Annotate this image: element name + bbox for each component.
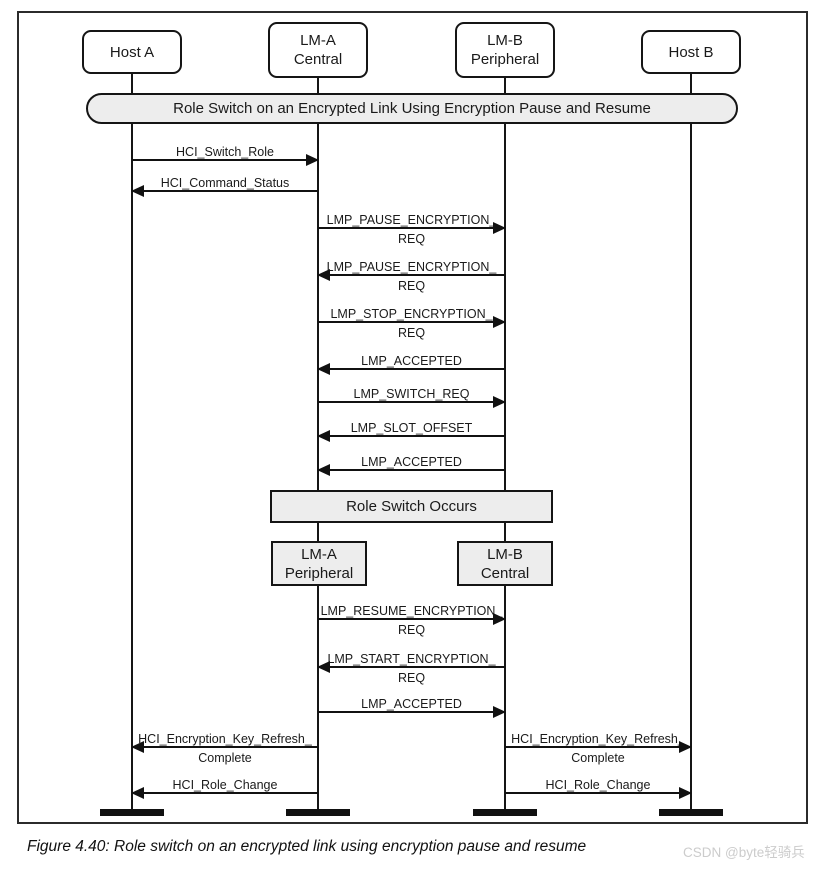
message-line <box>318 469 505 471</box>
message-label: LMP_STOP_ENCRYPTION_ <box>330 307 493 321</box>
message-line <box>318 435 505 437</box>
message-label: LMP_SLOT_OFFSET <box>350 421 473 435</box>
actor-box-lm-b-peripheral: LM-B Peripheral <box>455 22 555 78</box>
message-label-line2: Complete <box>198 751 252 765</box>
actor-label: LM-A <box>301 545 337 563</box>
message-label-line2: REQ <box>397 232 426 246</box>
termination-bar-lm-b <box>473 809 537 816</box>
csdn-watermark: CSDN @byte轻骑兵 <box>683 845 805 860</box>
role-switch-occurs-label: Role Switch Occurs <box>346 498 477 515</box>
actor-box-host-b: Host B <box>641 30 741 74</box>
actor-label: LM-B <box>487 32 523 49</box>
actor-box-lm-a-peripheral: LM-A Peripheral <box>271 541 367 586</box>
actor-label: LM-A <box>300 32 336 49</box>
title-banner: Role Switch on an Encrypted Link Using E… <box>86 93 738 124</box>
arrowhead-right-icon <box>493 396 506 408</box>
message-label: HCI_Encryption_Key_Refresh_ <box>138 732 312 746</box>
actor-label-line2: Peripheral <box>284 564 354 582</box>
diagram-border <box>17 11 808 824</box>
message-label: LMP_RESUME_ENCRYPTION_ <box>320 604 503 618</box>
actor-label-line2: Central <box>480 564 530 582</box>
message-label: HCI_Role_Change <box>545 778 651 792</box>
message-line <box>318 401 505 403</box>
message-line <box>132 792 318 794</box>
actor-label: Host A <box>109 43 155 61</box>
arrowhead-right-icon <box>493 316 506 328</box>
actor-label-line2: Peripheral <box>470 51 540 68</box>
figure-caption: Figure 4.40: Role switch on an encrypted… <box>27 838 587 855</box>
message-line <box>505 792 691 794</box>
message-label: LMP_PAUSE_ENCRYPTION_ <box>326 213 497 227</box>
arrowhead-right-icon <box>493 706 506 718</box>
arrowhead-right-icon <box>493 613 506 625</box>
arrowhead-right-icon <box>679 787 692 799</box>
arrowhead-left-icon <box>317 269 330 281</box>
actor-label-line2: Central <box>293 51 343 68</box>
lifeline-host-b <box>690 74 692 813</box>
message-label-line2: REQ <box>397 279 426 293</box>
actor-box-lm-a-central: LM-A Central <box>268 22 368 78</box>
message-line <box>132 190 318 192</box>
message-line <box>318 666 505 668</box>
arrowhead-left-icon <box>131 741 144 753</box>
message-label: HCI_Encryption_Key_Refresh_ <box>511 732 685 746</box>
termination-bar-lm-a <box>286 809 350 816</box>
arrowhead-left-icon <box>131 787 144 799</box>
arrowhead-left-icon <box>317 430 330 442</box>
message-label: LMP_ACCEPTED <box>361 697 462 711</box>
message-label: HCI_Switch_Role <box>176 145 274 159</box>
termination-bar-host-a <box>100 809 164 816</box>
message-line <box>318 368 505 370</box>
message-label-line2: REQ <box>397 326 426 340</box>
actor-label: LM-B <box>487 545 523 563</box>
title-banner-label: Role Switch on an Encrypted Link Using E… <box>173 100 651 117</box>
message-label: LMP_START_ENCRYPTION_ <box>327 652 496 666</box>
message-line <box>132 159 318 161</box>
message-label: LMP_ACCEPTED <box>361 354 462 368</box>
message-label: HCI_Command_Status <box>160 176 290 190</box>
message-line <box>132 746 318 748</box>
message-line <box>318 618 505 620</box>
arrowhead-right-icon <box>679 741 692 753</box>
arrowhead-left-icon <box>131 185 144 197</box>
message-label: LMP_PAUSE_ENCRYPTION_ <box>326 260 497 274</box>
message-label: LMP_ACCEPTED <box>361 455 462 469</box>
arrowhead-left-icon <box>317 363 330 375</box>
actor-box-lm-b-central: LM-B Central <box>457 541 553 586</box>
message-line <box>318 227 505 229</box>
arrowhead-left-icon <box>317 661 330 673</box>
lifeline-host-a <box>131 74 133 813</box>
message-line <box>505 746 691 748</box>
lifeline-lm-a <box>317 78 319 813</box>
message-label-line2: REQ <box>397 671 426 685</box>
actor-label: Host B <box>668 43 714 61</box>
actor-box-host-a: Host A <box>82 30 182 74</box>
message-label-line2: Complete <box>571 751 625 765</box>
message-label: LMP_SWITCH_REQ <box>353 387 470 401</box>
lifeline-lm-b <box>504 78 506 813</box>
message-label-line2: REQ <box>397 623 426 637</box>
message-line <box>318 711 505 713</box>
arrowhead-left-icon <box>317 464 330 476</box>
role-switch-occurs-box: Role Switch Occurs <box>270 490 553 523</box>
arrowhead-right-icon <box>493 222 506 234</box>
arrowhead-right-icon <box>306 154 319 166</box>
message-line <box>318 274 505 276</box>
termination-bar-host-b <box>659 809 723 816</box>
message-line <box>318 321 505 323</box>
message-label: HCI_Role_Change <box>172 778 278 792</box>
